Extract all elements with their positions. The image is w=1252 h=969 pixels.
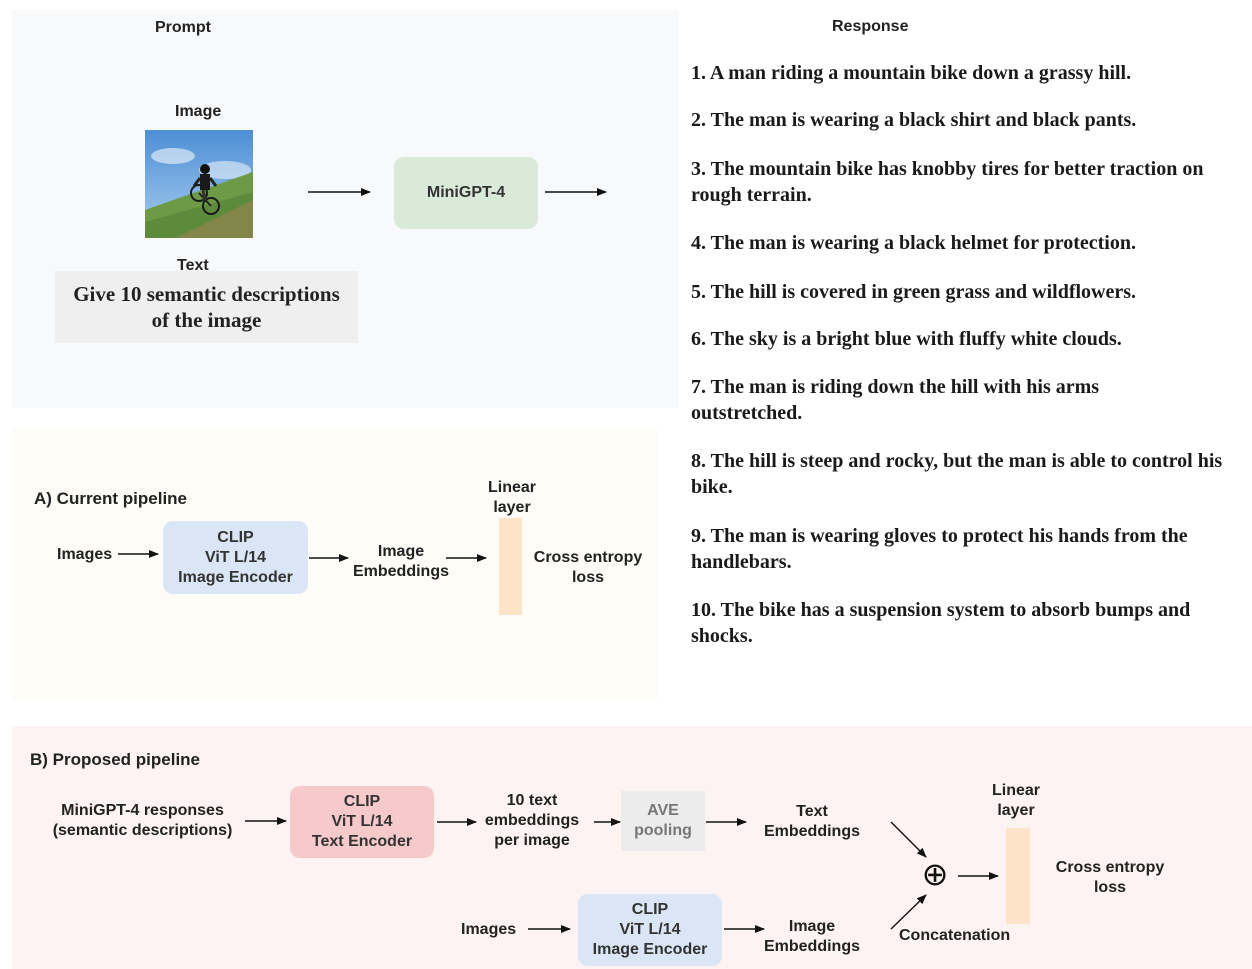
text-label: Text — [177, 257, 209, 274]
pipeline-b-count-line1: 10 text — [506, 792, 558, 809]
pipeline-a-loss: Cross entropy loss — [524, 548, 652, 588]
pipeline-b-image-embeddings: Image Embeddings — [752, 917, 872, 957]
pipeline-b-text-embeddings: Text Embeddings — [752, 802, 872, 842]
response-panel — [679, 10, 1252, 700]
pipeline-b-text-embedding-count: 10 text embeddings per image — [478, 791, 586, 851]
pipeline-a-embeddings-line1: Image — [377, 543, 425, 560]
pipeline-b-images-label: Images — [461, 921, 517, 938]
pipeline-b-image-emb-line1: Image — [788, 918, 836, 935]
pipeline-b-count-line2: embeddings — [484, 812, 580, 829]
pipeline-b-text-encoder-line2: ViT L/14 — [331, 813, 393, 830]
pipeline-b-responses-line1: MiniGPT-4 responses — [61, 802, 224, 819]
response-item-9: 9. The man is wearing gloves to protect … — [691, 525, 1188, 573]
pipeline-a-embeddings-line2: Embeddings — [352, 563, 449, 580]
text-prompt-line1: Give 10 semantic descriptions — [73, 282, 340, 306]
response-item-2: 2. The man is wearing a black shirt and … — [691, 109, 1137, 131]
pipeline-b-image-emb-line2: Embeddings — [763, 938, 860, 955]
text-prompt-line2: of the image — [151, 308, 262, 332]
pipeline-b-responses-line2: (semantic descriptions) — [52, 822, 233, 839]
response-item-1: 1. A man riding a mountain bike down a g… — [691, 62, 1132, 84]
pipeline-a-image-embeddings: Image Embeddings — [345, 542, 457, 582]
pipeline-a-panel — [12, 428, 657, 700]
pipeline-b-responses: MiniGPT-4 responses (semantic descriptio… — [40, 801, 245, 841]
image-label: Image — [175, 103, 222, 120]
pipeline-a-linear-label: Linear layer — [476, 478, 548, 518]
pipeline-b-image-encoder-line3: Image Encoder — [592, 941, 708, 958]
concatenation-label: Concatenation — [899, 927, 1011, 944]
response-item-5: 5. The hill is covered in green grass an… — [691, 281, 1137, 303]
pipeline-a-encoder-line1: CLIP — [217, 528, 254, 546]
text-prompt-box — [55, 271, 358, 343]
pipeline-b-count-line3: per image — [494, 832, 570, 849]
pipeline-b-linear-label: Linear layer — [980, 781, 1052, 821]
pipeline-a-image-encoder: CLIP ViT L/14 Image Encoder — [163, 521, 308, 594]
response-item-8: 8. The hill is steep and rocky, but the … — [691, 450, 1223, 498]
minigpt4-box: MiniGPT-4 — [394, 157, 538, 229]
prompt-panel — [12, 10, 679, 408]
pipeline-a-loss-line1: Cross entropy — [533, 549, 643, 566]
response-item-10: 10. The bike has a suspension system to … — [691, 599, 1191, 647]
pipeline-b-text-emb-line1: Text — [796, 803, 828, 820]
pipeline-b-text-encoder: CLIP ViT L/14 Text Encoder — [290, 786, 434, 858]
pipeline-b-loss-line2: loss — [1093, 879, 1126, 896]
response-header: Response — [832, 18, 909, 35]
pipeline-b-text-emb-line2: Embeddings — [763, 823, 860, 840]
response-item-6: 6. The sky is a bright blue with fluffy … — [691, 328, 1122, 350]
pipeline-b-image-encoder-line1: CLIP — [631, 901, 669, 918]
minigpt4-label: MiniGPT-4 — [426, 184, 506, 201]
pipeline-b-loss-line1: Cross entropy — [1055, 859, 1165, 876]
response-item-3: 3. The mountain bike has knobby tires fo… — [691, 158, 1204, 206]
pipeline-b-pool-line1: AVE — [647, 802, 679, 819]
pipeline-b-linear-line2: layer — [997, 802, 1035, 819]
concatenation-icon: ⊕ — [921, 855, 949, 893]
pipeline-a-loss-line2: loss — [571, 569, 604, 586]
pipeline-b-linear-line1: Linear — [991, 782, 1040, 799]
pipeline-a-encoder-line3: Image Encoder — [178, 568, 293, 586]
pipeline-b-ave-pooling: AVE pooling — [621, 791, 705, 851]
pipeline-a-encoder-line2: ViT L/14 — [204, 548, 267, 566]
pipeline-b-loss: Cross entropy loss — [1046, 858, 1174, 898]
pipeline-b-text-encoder-line1: CLIP — [343, 793, 381, 810]
pipeline-b-pool-line2: pooling — [634, 822, 692, 839]
pipeline-a-linear-layer — [499, 518, 522, 615]
pipeline-b-image-encoder-line2: ViT L/14 — [619, 921, 681, 938]
mountain-bike-photo — [145, 130, 253, 238]
pipeline-b-linear-layer — [1006, 828, 1030, 924]
prompt-header: Prompt — [155, 19, 211, 36]
response-item-7: 7. The man is riding down the hill with … — [691, 376, 1100, 424]
response-item-4: 4. The man is wearing a black helmet for… — [691, 232, 1136, 254]
pipeline-a-title: A) Current pipeline — [34, 489, 188, 508]
pipeline-b-image-encoder: CLIP ViT L/14 Image Encoder — [578, 894, 722, 966]
pipeline-a-linear-line2: layer — [493, 499, 531, 516]
pipeline-a-linear-line1: Linear — [487, 479, 536, 496]
pipeline-b-text-encoder-line3: Text Encoder — [311, 833, 413, 850]
pipeline-b-title: B) Proposed pipeline — [30, 750, 201, 769]
pipeline-a-images-label: Images — [57, 546, 113, 563]
